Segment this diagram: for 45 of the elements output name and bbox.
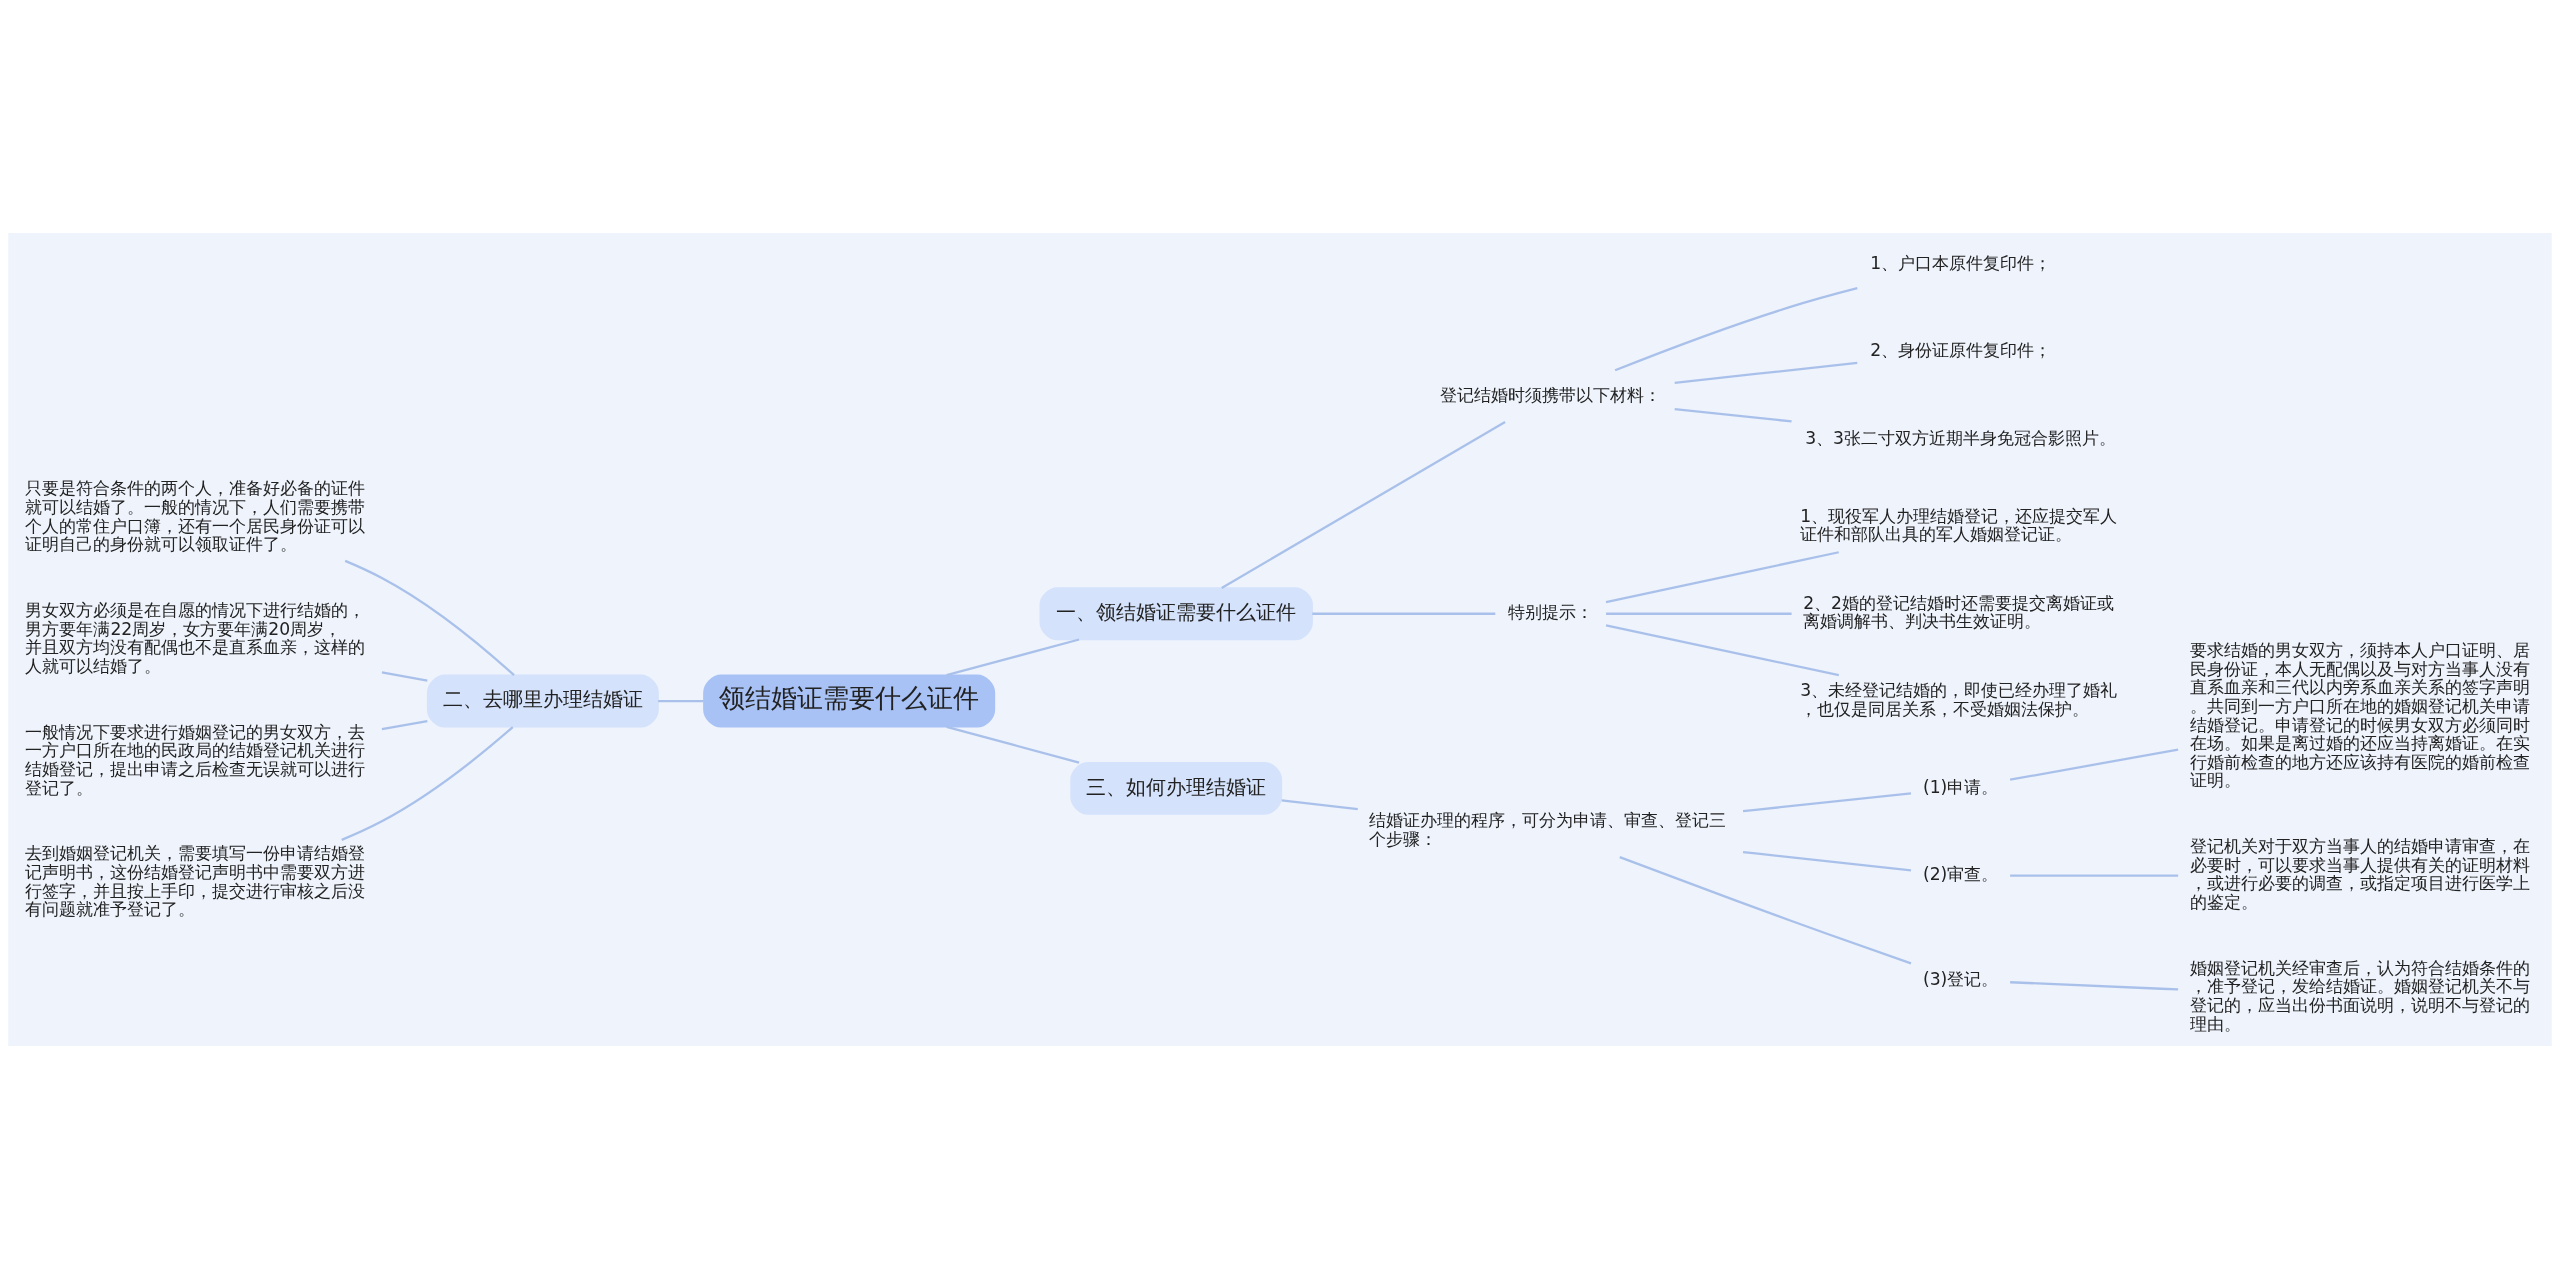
node-text: 1、现役军人办理结婚登记，还应提交军人证件和部队出具的军人婚姻登记证。 — [1800, 505, 2118, 545]
connector — [1742, 792, 1912, 813]
node-text: 一般情况下要求进行婚姻登记的男女双方，去一方户口所在地的民政局的结婚登记机关进行结婚登记，提出申请之后检查无误就可以进行登记了。 — [25, 721, 366, 798]
connector — [1674, 407, 1792, 423]
node-box: 二、去哪里办理结婚证 — [426, 674, 659, 728]
node-text: (3)登记。 — [1922, 968, 1999, 989]
node-text: 2、身份证原件复印件； — [1870, 340, 2052, 361]
connector — [1606, 612, 1792, 615]
node-text: 3、3张二寸双方近期半身免冠合影照片。 — [1805, 427, 2117, 448]
node-text: 要求结婚的男女双方，须持本人户口证明、居民身份证，本人无配偶以及与对方当事人没有直系血亲和三代以内旁系血亲关系的签字声明。共同到一方户口所在地的婚姻登记机关申请结婚登记。申请登记的时候男女双方必须同时在场。如果是离过婚的还应当持离婚证。在实行婚前检查的地方还应该持有医院的婚前检查证明。 — [2189, 640, 2530, 791]
connector — [381, 719, 428, 731]
node-text: (1)申请。 — [1922, 776, 1999, 797]
node-text: 登记结婚时须携带以下材料： — [1440, 384, 1662, 405]
node-text: 登记机关对于双方当事人的结婚申请审查，在必要时，可以要求当事人提供有关的证明材料，或进行必要的调查，或指定项目进行医学上的鉴定。 — [2189, 836, 2530, 913]
connector — [1742, 851, 1912, 872]
connector — [946, 638, 1080, 677]
node-text: 3、未经登记结婚的，即使已经办理了婚礼，也仅是同居关系，不受婚姻法保护。 — [1800, 680, 2118, 719]
node-text: 婚姻登记机关经审查后，认为符合结婚条件的，准予登记，发给结婚证。婚姻登记机关不与登记的，应当出份书面说明，说明不与登记的理由。 — [2189, 957, 2530, 1034]
connector — [1614, 287, 1858, 372]
connector — [1605, 624, 1839, 677]
connector — [344, 559, 515, 677]
connector — [1619, 856, 1912, 965]
node-text: 去到婚姻登记机关，需要填写一份申请结婚登记声明书，这份结婚登记声明书中需要双方进行签字，并且按上手印，提交进行审核之后没有问题就准予登记了。 — [25, 843, 366, 920]
node-box: 领结婚证需要什么证件 — [703, 674, 996, 728]
connector — [658, 699, 704, 703]
connector — [341, 726, 514, 841]
connector — [2010, 981, 2179, 991]
node-text: 1、户口本原件复印件； — [1870, 252, 2052, 273]
connector — [1312, 612, 1496, 615]
connector — [1605, 551, 1839, 604]
node-text: 结婚证办理的程序，可分为申请、审查、登记三个步骤： — [1369, 810, 1727, 850]
node-box: 一、领结婚证需要什么证件 — [1039, 587, 1313, 641]
node-text: (2)审查。 — [1922, 864, 1999, 885]
node-text: 男女双方必须是在自愿的情况下进行结婚的，男方要年满22周岁，女方要年满20周岁，并且双方均没有配偶也不是直系血亲，这样的人就可以结婚了。 — [25, 600, 366, 676]
connector — [1221, 420, 1506, 589]
node-text: 只要是符合条件的两个人，准备好必备的证件就可以结婚了。一般的情况下，人们需要携带个人的常住户口簿，还有一个居民身份证可以证明自己的身份就可以领取证件了。 — [25, 478, 366, 555]
connector — [2010, 874, 2179, 877]
connector — [1674, 361, 1858, 384]
connector — [1281, 799, 1358, 811]
node-text: 2、2婚的登记结婚时还需要提交离婚证或离婚调解书、判决书生效证明。 — [1803, 592, 2114, 632]
node-box: 三、如何办理结婚证 — [1070, 761, 1283, 815]
connector — [946, 725, 1080, 764]
node-text: 特别提示： — [1508, 602, 1594, 623]
connector — [2009, 748, 2179, 781]
connector — [381, 671, 428, 682]
